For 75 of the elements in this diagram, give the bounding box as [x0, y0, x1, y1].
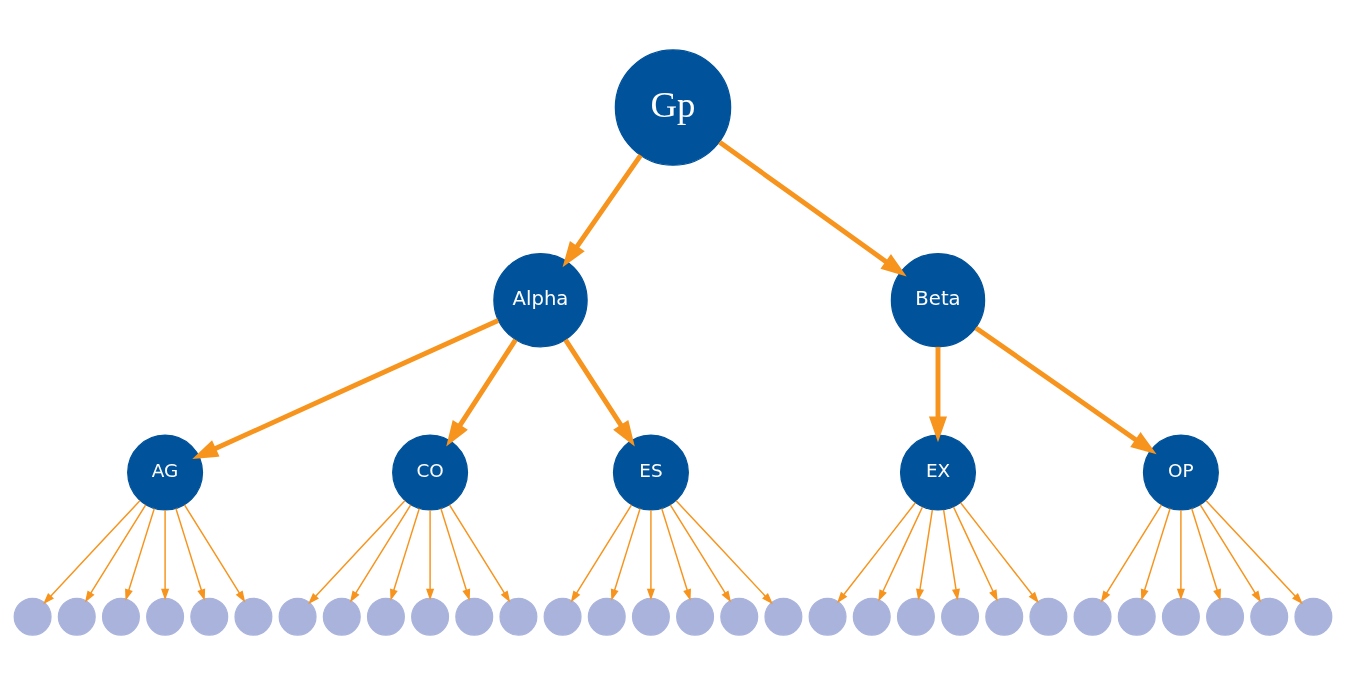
- arrow: [646, 509, 655, 601]
- node-circle: [1028, 597, 1067, 636]
- arrow: [836, 502, 916, 604]
- node-circle: [631, 597, 670, 636]
- node-circle: [1161, 597, 1200, 636]
- arrow: [1100, 504, 1162, 603]
- arrow: [1204, 500, 1303, 605]
- node-circle: [189, 597, 228, 636]
- node-circle: [1249, 597, 1288, 636]
- node-circle: [1073, 597, 1112, 636]
- node-circle: [101, 597, 140, 636]
- arrow: [674, 500, 773, 605]
- node-circle: [984, 597, 1023, 636]
- arrow: [307, 500, 406, 605]
- arrow: [183, 504, 245, 603]
- arrow: [84, 504, 146, 603]
- arrow: [191, 318, 499, 459]
- arrow: [717, 140, 907, 277]
- node-circle: OP: [1142, 434, 1219, 511]
- node-circle: [852, 597, 891, 636]
- node-circle: [145, 597, 184, 636]
- arrow: [448, 504, 510, 603]
- node-circle: [808, 597, 847, 636]
- arrow: [660, 507, 691, 601]
- arrow: [445, 338, 517, 447]
- node-circle: [322, 597, 361, 636]
- arrow: [669, 504, 731, 603]
- node-circle: AG: [126, 434, 203, 511]
- arrow: [1140, 507, 1171, 601]
- arrow: [942, 509, 960, 601]
- arrow: [563, 338, 635, 447]
- node-circle: Beta: [890, 252, 985, 348]
- arrow: [610, 507, 641, 601]
- arrow: [439, 507, 470, 601]
- node-circle: [587, 597, 626, 636]
- node-circle: [498, 597, 537, 636]
- arrow: [1190, 507, 1221, 601]
- node-circle: Alpha: [492, 252, 588, 348]
- arrow: [425, 509, 434, 601]
- arrow: [915, 509, 933, 601]
- node-circle: [763, 597, 802, 636]
- arrow: [1176, 509, 1185, 601]
- node-circle: [1293, 597, 1332, 636]
- arrow: [877, 506, 923, 602]
- node-circle: [896, 597, 935, 636]
- node-circle: Gp: [614, 49, 731, 166]
- node-circle: EX: [899, 434, 976, 511]
- arrow: [570, 504, 632, 603]
- node-circle: ES: [612, 434, 689, 511]
- arrow: [959, 502, 1039, 604]
- node-circle: [13, 597, 52, 636]
- node-circle: [233, 597, 272, 636]
- node-circle: [57, 597, 96, 636]
- node-circle: CO: [391, 434, 468, 511]
- node-circle: [366, 597, 405, 636]
- node-circle: [940, 597, 979, 636]
- arrow: [562, 153, 643, 268]
- arrow: [389, 507, 420, 601]
- arrow: [124, 507, 155, 601]
- node-circle: [719, 597, 758, 636]
- node-circle: [410, 597, 449, 636]
- arrow: [974, 325, 1157, 455]
- arrow: [160, 509, 169, 601]
- arrow: [928, 346, 947, 443]
- node-circle: [675, 597, 714, 636]
- node-circle: [454, 597, 493, 636]
- arrow: [952, 506, 998, 602]
- node-circle: [543, 597, 582, 636]
- node-circle: [1117, 597, 1156, 636]
- arrow: [349, 504, 411, 603]
- arrow: [174, 507, 205, 601]
- node-circle: [278, 597, 317, 636]
- arrow: [1199, 504, 1261, 603]
- arrow: [42, 500, 141, 605]
- node-circle: [1205, 597, 1244, 636]
